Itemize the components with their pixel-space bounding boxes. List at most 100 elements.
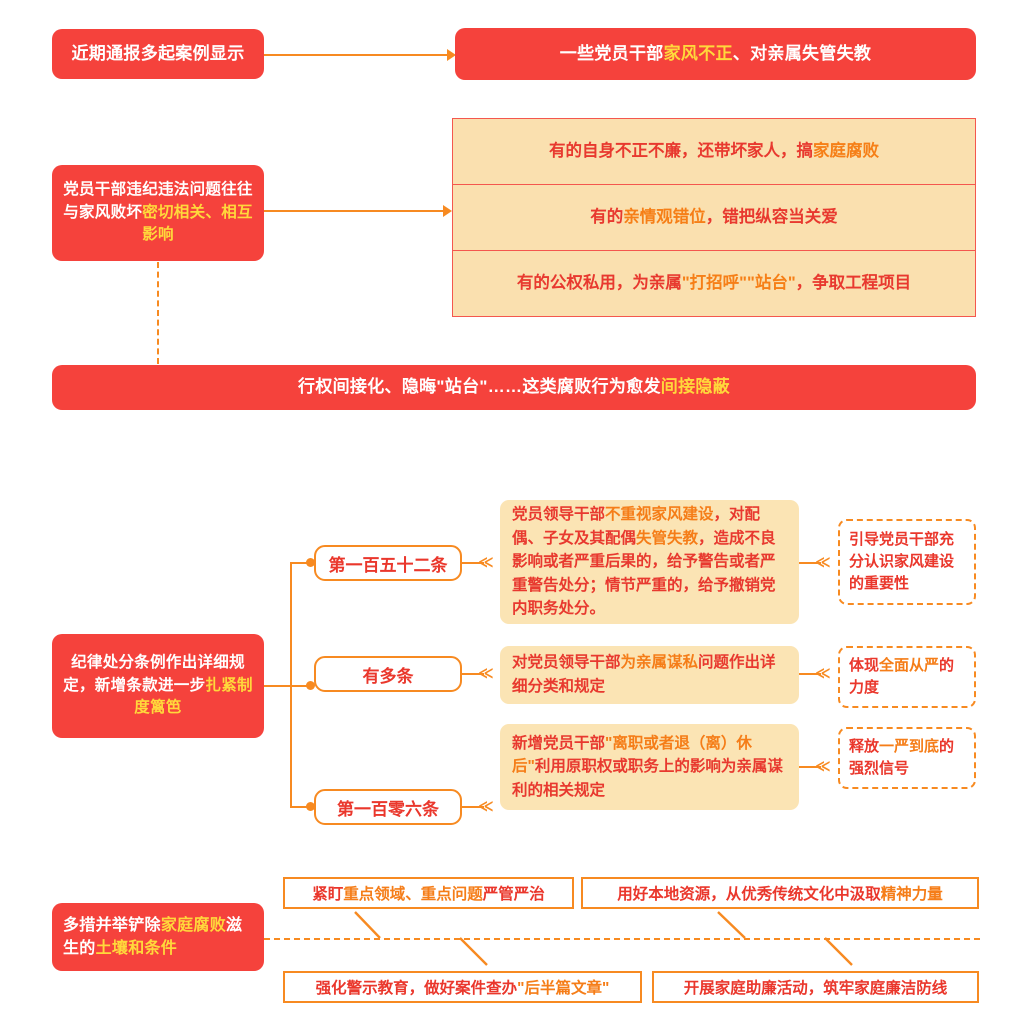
seg-red-0: 体现 [849, 657, 880, 675]
measure-box-4-text: 开展家庭助廉活动，筑牢家庭廉洁防线 [684, 976, 948, 998]
seg-red-0: 对党员领导干部 [512, 654, 621, 672]
seg-highlight-1: 不重视家风建设 [605, 506, 714, 524]
outcome-awareness-text: 引导党员干部充分认识家风建设的重要性 [849, 529, 965, 594]
table-row-3[interactable]: 有的公权私用，为亲属"打招呼""站台"，争取工程项目 [452, 250, 976, 317]
seg-highlight: 间接隐蔽 [660, 377, 730, 397]
seg-highlight: 扎紧制度篱笆 [134, 676, 253, 717]
connector-dot-s3-3 [306, 802, 315, 811]
banner-indirect-corruption[interactable]: 行权间接化、隐晦"站台"……这类腐败行为愈发间接隐蔽 [52, 365, 976, 410]
connector-line-s1 [262, 54, 452, 57]
measure-box-1[interactable]: 紧盯重点领域、重点问题严管严治 [283, 877, 574, 909]
detail-article-106-text: 新增党员干部"离职或者退（离）休后"利用原职权或职务上的影响为亲属谋利的相关规定 [512, 732, 787, 803]
connector-detail-to-outcome-3 [799, 766, 821, 769]
seg-red-0: 用好本地资源，从优秀传统文化中汲取 [617, 886, 881, 903]
seg-white-0: 多措并举铲除 [63, 916, 161, 934]
seg-highlight-1: 一严到底 [879, 738, 940, 756]
seg-red-0: 强化警示教育，做好案件查办 [315, 980, 518, 997]
chevron-left-icon-o1: ≪ [815, 554, 831, 571]
outcome-strictness-text: 体现全面从严的力度 [849, 655, 965, 699]
measure-box-4[interactable]: 开展家庭助廉活动，筑牢家庭廉洁防线 [652, 971, 979, 1003]
box-target-family-style-text: 一些党员干部家风不正、对亲属失管失教 [560, 42, 871, 67]
connector-detail-to-outcome-2 [799, 673, 821, 676]
outcome-strictness[interactable]: 体现全面从严的力度 [838, 646, 976, 708]
seg-red-2: 的强烈信号 [849, 738, 955, 777]
seg-red-2: 严管严治 [482, 886, 545, 903]
box-source-measures-text: 多措并举铲除家庭腐败滋生的土壤和条件 [63, 914, 253, 960]
box-source-discipline-link[interactable]: 党员干部违纪违法问题往往与家风败坏密切相关、相互影响 [52, 165, 264, 261]
connector-stem-s3 [264, 685, 292, 688]
seg-pre: 有的 [590, 208, 624, 227]
connector-pill-to-detail-2 [462, 673, 484, 676]
pill-multiple-articles-label: 有多条 [362, 666, 414, 686]
connector-branch-s3-2 [290, 685, 312, 688]
seg-highlight: 密切相关、相互影响 [142, 203, 253, 244]
detail-multiple-articles[interactable]: 对党员领导干部为亲属谋私问题作出详细分类和规定 [500, 646, 799, 704]
seg-highlight-1: 家庭腐败 [160, 916, 227, 934]
seg-red-0: 引导党员干部充分认识家风建设的重要性 [849, 531, 955, 592]
outcome-signal[interactable]: 释放一严到底的强烈信号 [838, 727, 976, 789]
seg-highlight-1: 全面从严 [879, 657, 940, 675]
connector-branch-s3-1 [290, 562, 312, 565]
detail-article-106[interactable]: 新增党员干部"离职或者退（离）休后"利用原职权或职务上的影响为亲属谋利的相关规定 [500, 724, 799, 810]
connector-dashed-spine-s4 [264, 938, 980, 940]
seg-red-0: 释放 [849, 738, 880, 756]
box-source-recent-reports-label: 近期通报多起案例显示 [71, 43, 245, 63]
connector-branch-s3-3 [290, 806, 312, 809]
measure-box-2[interactable]: 用好本地资源，从优秀传统文化中汲取精神力量 [581, 877, 979, 909]
seg-highlight: 家庭腐败 [813, 142, 879, 161]
seg-red-2: ，对配偶、子女及其配偶 [512, 506, 761, 547]
seg-post: 、对亲属失管失教 [732, 43, 872, 63]
table-row-3-text: 有的公权私用，为亲属"打招呼""站台"，争取工程项目 [517, 271, 911, 296]
table-row-1-text: 有的自身不正不廉，还带坏家人，搞家庭腐败 [549, 139, 879, 164]
pill-article-106[interactable]: 第一百零六条 [314, 789, 462, 825]
seg-pre: 一些党员干部 [559, 43, 664, 63]
box-source-recent-reports[interactable]: 近期通报多起案例显示 [52, 29, 264, 79]
detail-article-152-text: 党员领导干部不重视家风建设，对配偶、子女及其配偶失管失教，造成不良影响或者严重后… [512, 503, 787, 621]
seg-pre: 党员干部违纪违法问题往往与家风败坏 [63, 181, 253, 221]
arrowhead-s1 [447, 49, 456, 61]
detail-article-152[interactable]: 党员领导干部不重视家风建设，对配偶、子女及其配偶失管失教，造成不良影响或者严重后… [500, 500, 799, 624]
table-row-1[interactable]: 有的自身不正不廉，还带坏家人，搞家庭腐败 [452, 118, 976, 185]
banner-indirect-corruption-text: 行权间接化、隐晦"站台"……这类腐败行为愈发间接隐蔽 [298, 375, 730, 400]
pill-multiple-articles[interactable]: 有多条 [314, 656, 462, 692]
pill-article-152[interactable]: 第一百五十二条 [314, 545, 462, 581]
arrowhead-s2 [443, 205, 452, 217]
seg-red-0: 开展家庭助廉活动，筑牢家庭廉洁防线 [683, 980, 948, 997]
connector-dot-s3-1 [306, 558, 315, 567]
box-source-measures[interactable]: 多措并举铲除家庭腐败滋生的土壤和条件 [52, 903, 264, 971]
seg-highlight-3: 失管失教 [636, 529, 699, 547]
seg-red-2: 问题作出详细分类和规定 [512, 654, 776, 695]
seg-highlight-1: "离职或者退（离）休后" [512, 734, 752, 776]
connector-line-s2 [262, 210, 447, 213]
box-source-discipline-link-text: 党员干部违纪违法问题往往与家风败坏密切相关、相互影响 [63, 179, 253, 246]
seg-pre: 行权间接化、隐晦"站台"……这类腐败行为愈发 [298, 377, 661, 397]
measure-box-3[interactable]: 强化警示教育，做好案件查办"后半篇文章" [283, 971, 642, 1003]
seg-red-0: 新增党员干部 [512, 734, 606, 752]
outcome-awareness[interactable]: 引导党员干部充分认识家风建设的重要性 [838, 519, 976, 605]
chevron-left-icon-3: ≪ [478, 798, 494, 815]
outcome-signal-text: 释放一严到底的强烈信号 [849, 736, 965, 780]
connector-pill-to-detail-1 [462, 562, 484, 565]
measure-box-3-text: 强化警示教育，做好案件查办"后半篇文章" [316, 976, 610, 998]
box-target-family-style[interactable]: 一些党员干部家风不正、对亲属失管失教 [455, 28, 976, 80]
connector-pill-to-detail-3 [462, 806, 484, 809]
measure-box-1-text: 紧盯重点领域、重点问题严管严治 [312, 882, 545, 904]
seg-highlight: 家风不正 [663, 43, 733, 63]
chevron-left-icon-o3: ≪ [815, 758, 831, 775]
seg-highlight: 亲情观错位 [623, 208, 706, 227]
seg-highlight-1: 重点领域、重点问题 [343, 886, 483, 903]
box-source-discipline-rules-text: 纪律处分条例作出详细规定，新增条款进一步扎紧制度篱笆 [63, 652, 253, 719]
pill-article-152-label: 第一百五十二条 [328, 555, 448, 575]
seg-highlight-1: 精神力量 [880, 886, 943, 903]
table-row-2-text: 有的亲情观错位，错把纵容当关爱 [590, 205, 838, 230]
table-row-2[interactable]: 有的亲情观错位，错把纵容当关爱 [452, 184, 976, 251]
seg-highlight-1: 为亲属谋私 [620, 654, 699, 672]
seg-pre: 有的公权私用，为亲属 [516, 274, 682, 293]
detail-multiple-articles-text: 对党员领导干部为亲属谋私问题作出详细分类和规定 [512, 651, 787, 698]
seg-red-2: 利用原职权或职务上的影响为亲属谋利的相关规定 [512, 758, 783, 799]
box-source-discipline-rules[interactable]: 纪律处分条例作出详细规定，新增条款进一步扎紧制度篱笆 [52, 634, 264, 738]
seg-red-2: 的力度 [849, 657, 955, 696]
seg-highlight-3: 土壤和条件 [95, 940, 178, 957]
measure-box-2-text: 用好本地资源，从优秀传统文化中汲取精神力量 [617, 882, 943, 904]
